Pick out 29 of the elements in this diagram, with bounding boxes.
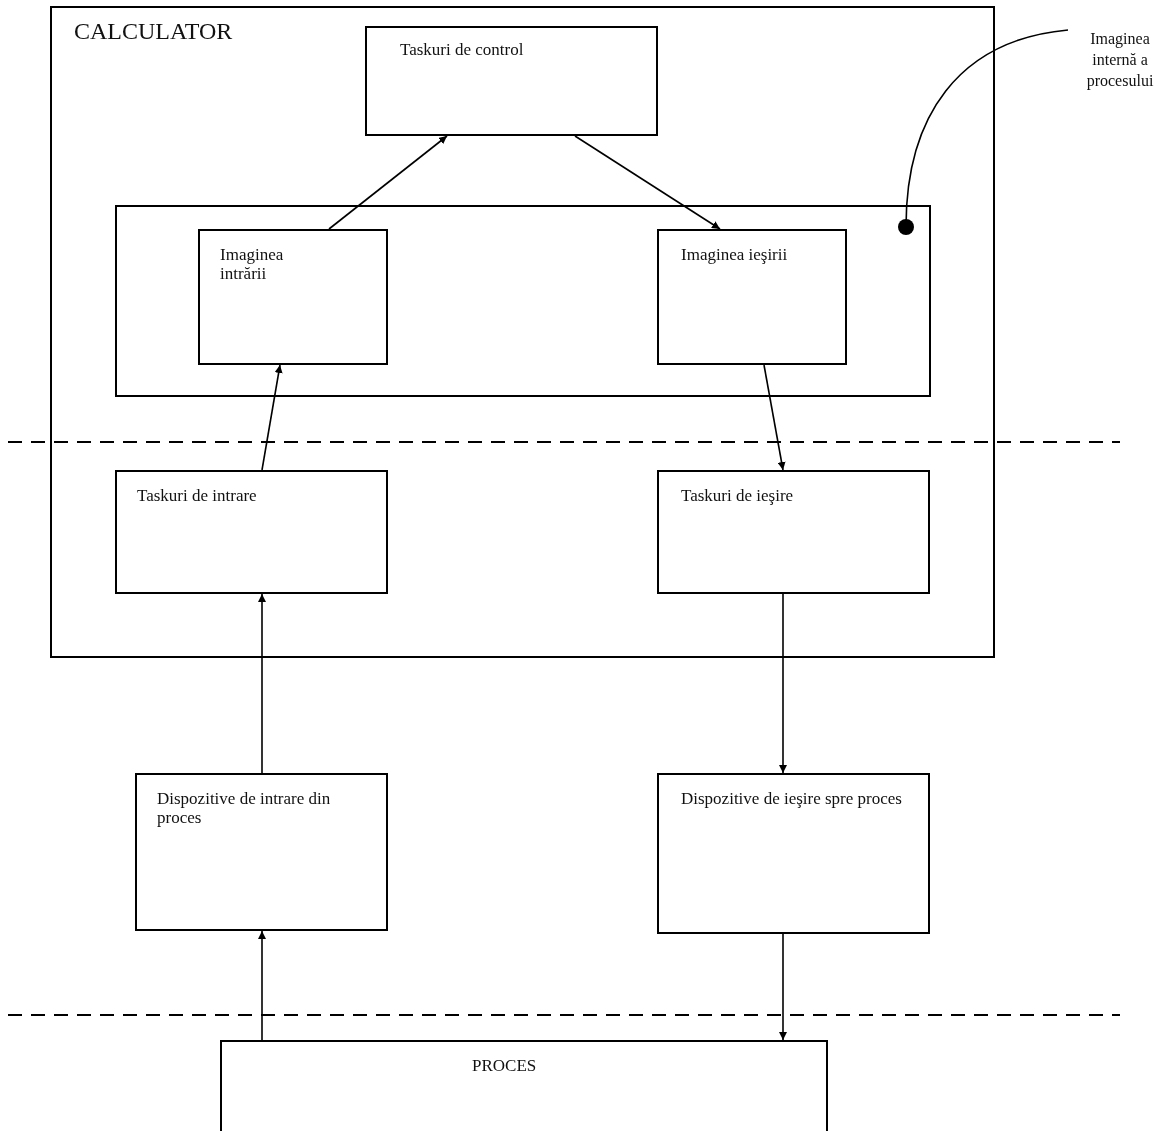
arrow [574,135,721,230]
box-label: Imaginea ieşirii [681,245,789,264]
process-box [657,773,930,934]
process-box [198,229,388,365]
system-frame [50,6,995,658]
callout-text: Imaginea internă a procesului [1085,29,1155,91]
box-label: Imaginea intrării [220,245,285,283]
arrow [258,930,266,1041]
process-box [135,773,388,931]
process-box [220,1040,828,1131]
process-box [657,229,847,365]
arrow [763,364,786,471]
box-label: PROCES [472,1056,538,1075]
box-label: Taskuri de control [400,40,525,59]
box-label: Taskuri de intrare [137,486,258,505]
process-box [657,470,930,594]
leader-line [898,29,1069,235]
process-box [115,470,388,594]
group-box [115,205,931,397]
arrow [779,933,787,1041]
box-label: Dispozitive de intrare din proces [157,789,332,827]
process-box [365,26,658,136]
arrow [258,593,266,774]
frame-title: CALCULATOR [74,22,234,41]
box-label: Dispozitive de ieşire spre proces [681,789,903,808]
arrow [261,364,283,471]
box-label: Taskuri de ieşire [681,486,795,505]
arrow [328,135,448,230]
arrow [779,593,787,774]
